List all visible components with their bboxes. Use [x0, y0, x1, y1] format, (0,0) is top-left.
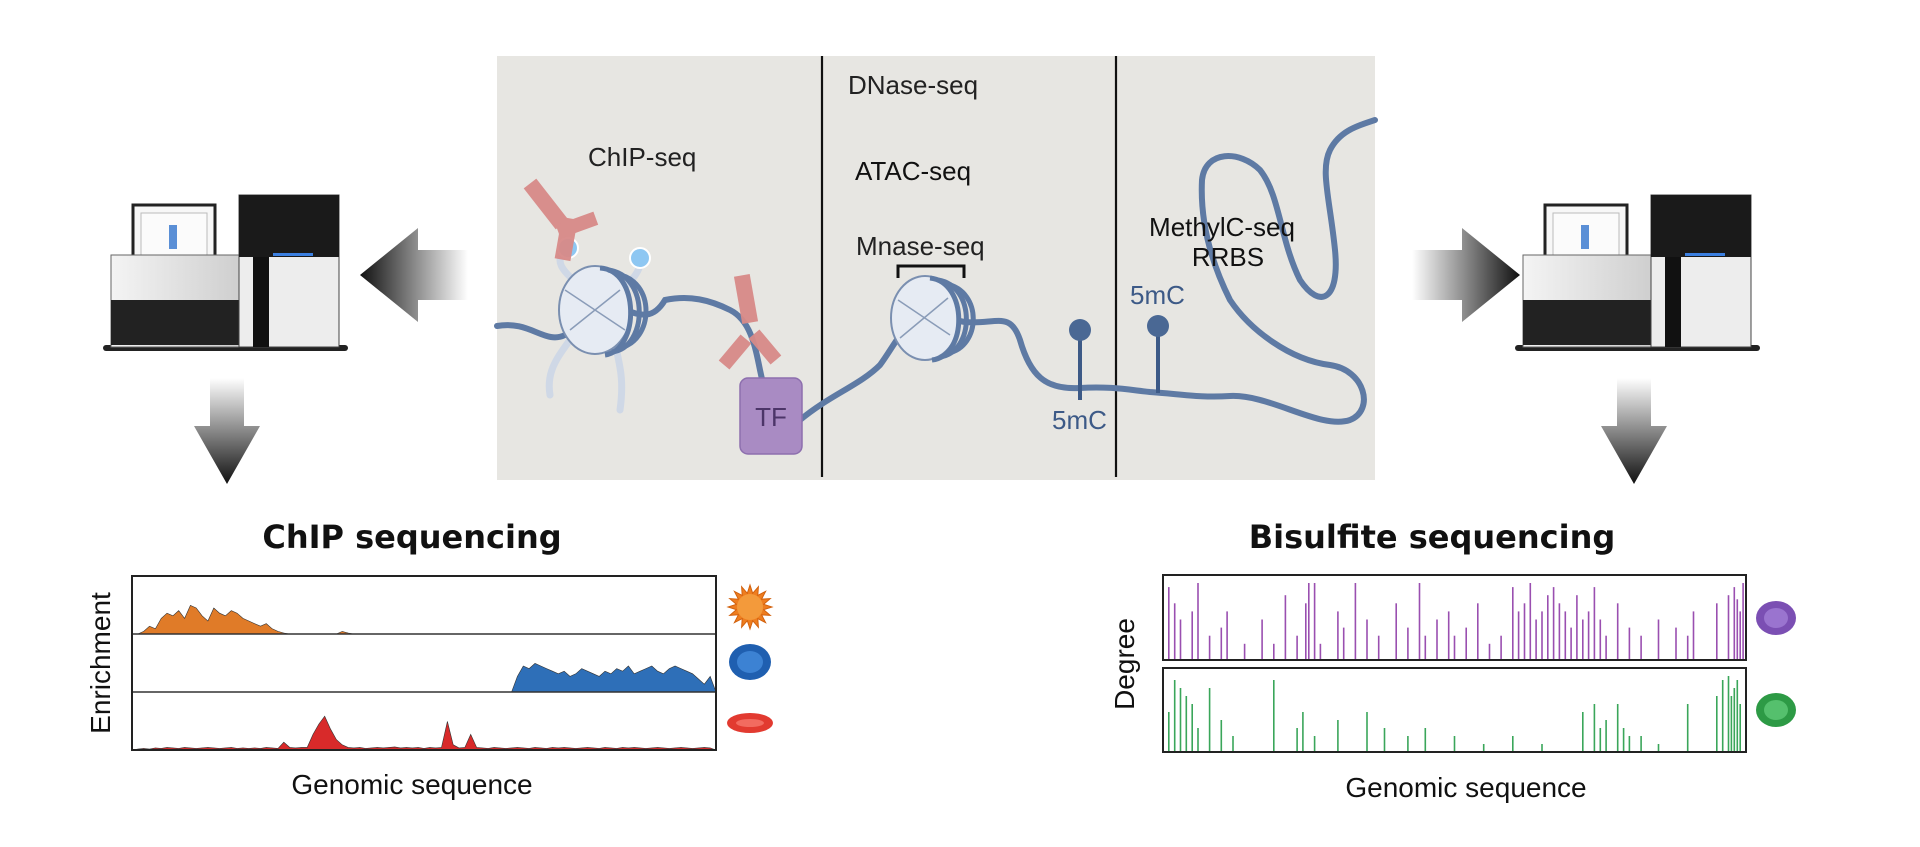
bisulfite-track-frame-1: [1162, 574, 1747, 661]
nucleosome-chip: [545, 237, 651, 414]
bisulfite-track-frame-2: [1162, 667, 1747, 753]
chip-x-axis-label: Genomic sequence: [291, 769, 532, 800]
chip-sequencing-title: ChIP sequencing: [262, 518, 561, 556]
bisulfite-x-axis-label: Genomic sequence: [1345, 772, 1586, 803]
mnase-bracket: [896, 264, 966, 278]
tf-box: [739, 377, 803, 455]
chip-chart: [131, 575, 717, 751]
chip-chart-frame: [131, 575, 717, 751]
acetyl-mark-2: [629, 247, 651, 269]
methyl-mark-2: [1147, 315, 1169, 337]
chip-seq-label: ChIP-seq: [588, 142, 696, 172]
center-panel: TF ChIP-seq DNase-seq ATAC-seq Mnase-seq…: [494, 56, 1378, 480]
5mc-label-top: 5mC: [1130, 280, 1185, 310]
atac-seq-label: ATAC-seq: [855, 156, 971, 186]
antibody-histone: [523, 178, 599, 262]
tf-label: TF: [755, 402, 787, 432]
arrow-down-left: [194, 378, 260, 484]
methyl-mark-1: [1069, 319, 1091, 341]
sequencer-left: [103, 194, 348, 351]
chip-y-axis-label: Enrichment: [85, 592, 116, 734]
mnase-seq-label: Mnase-seq: [856, 231, 985, 261]
nucleosome-mnase: [890, 275, 976, 363]
chip-track-area-1: [132, 605, 716, 635]
sun-cell-icon: [726, 583, 774, 631]
antibody-tf: [718, 273, 782, 370]
bisulfite-chart: [1162, 574, 1747, 753]
methylc-seq-label: MethylC-seq: [1149, 212, 1295, 242]
5mc-label-bottom: 5mC: [1052, 405, 1107, 435]
chip-track-area-3: [131, 715, 717, 751]
bisulfite-sequencing-title: Bisulfite sequencing: [1249, 518, 1616, 556]
bisulfite-y-axis-label: Degree: [1109, 618, 1140, 710]
rrbs-label: RRBS: [1192, 242, 1264, 272]
arrow-left: [360, 228, 468, 322]
red-blood-cell-icon: [727, 713, 773, 733]
round-cell-icon: [729, 644, 771, 680]
dna-strand: [494, 117, 1378, 425]
sequencer-right: [1515, 194, 1760, 351]
arrow-right: [1412, 228, 1520, 322]
chip-track-area-2: [132, 663, 717, 693]
dnase-seq-label: DNase-seq: [848, 70, 978, 100]
green-cell-icon: [1756, 693, 1796, 727]
purple-cell-icon: [1756, 601, 1796, 635]
arrow-down-right: [1601, 378, 1667, 484]
